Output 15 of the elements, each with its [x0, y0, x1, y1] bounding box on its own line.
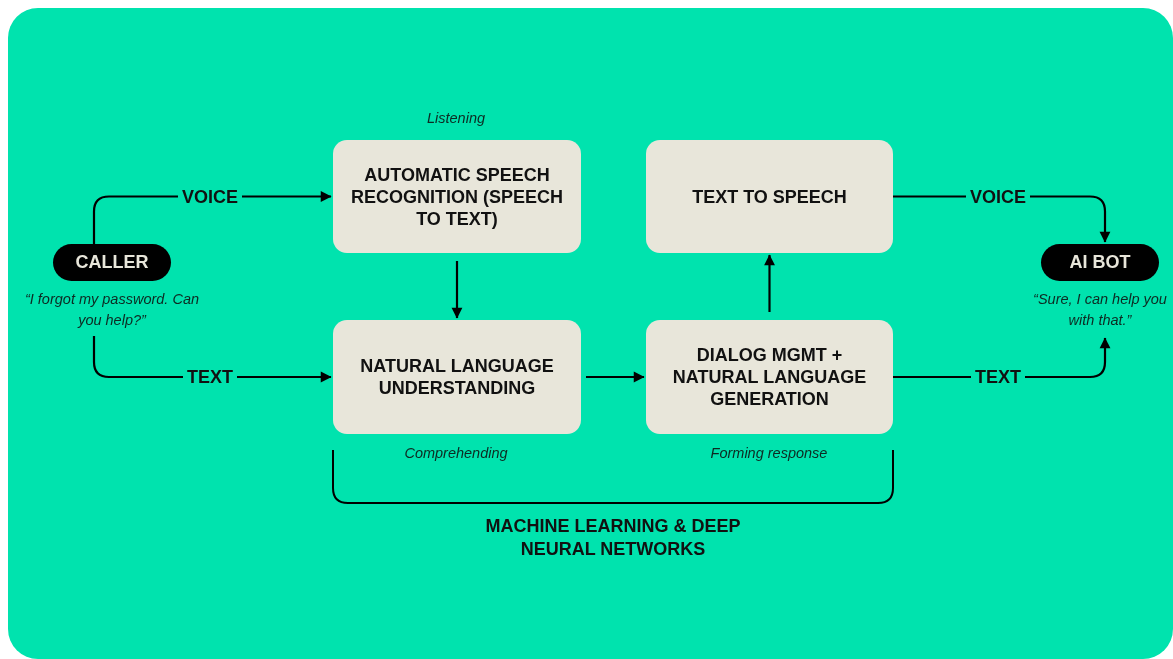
arrow: [451, 261, 463, 319]
process-box: NATURAL LANGUAGE UNDERSTANDING: [333, 320, 581, 434]
speech-quote: “I forgot my password. Can you help?”: [23, 290, 201, 330]
process-box: DIALOG MGMT + NATURAL LANGUAGE GENERATION: [646, 320, 893, 434]
process-box: AUTOMATIC SPEECH RECOGNITION (SPEECH TO TEXT): [333, 140, 581, 253]
arrow: [764, 254, 775, 312]
stage-caption: Comprehending: [403, 445, 509, 461]
group-label: MACHINE LEARNING & DEEP NEURAL NETWORKS: [484, 515, 742, 561]
speech-quote: “Sure, I can help you with that.”: [1032, 290, 1168, 330]
actor-pill: AI BOT: [1041, 244, 1159, 281]
stage-caption: Forming response: [709, 445, 829, 461]
arrow: [586, 371, 645, 383]
process-box: TEXT TO SPEECH: [646, 140, 893, 253]
stage-caption: Listening: [425, 110, 486, 126]
actor-pill: CALLER: [53, 244, 171, 281]
